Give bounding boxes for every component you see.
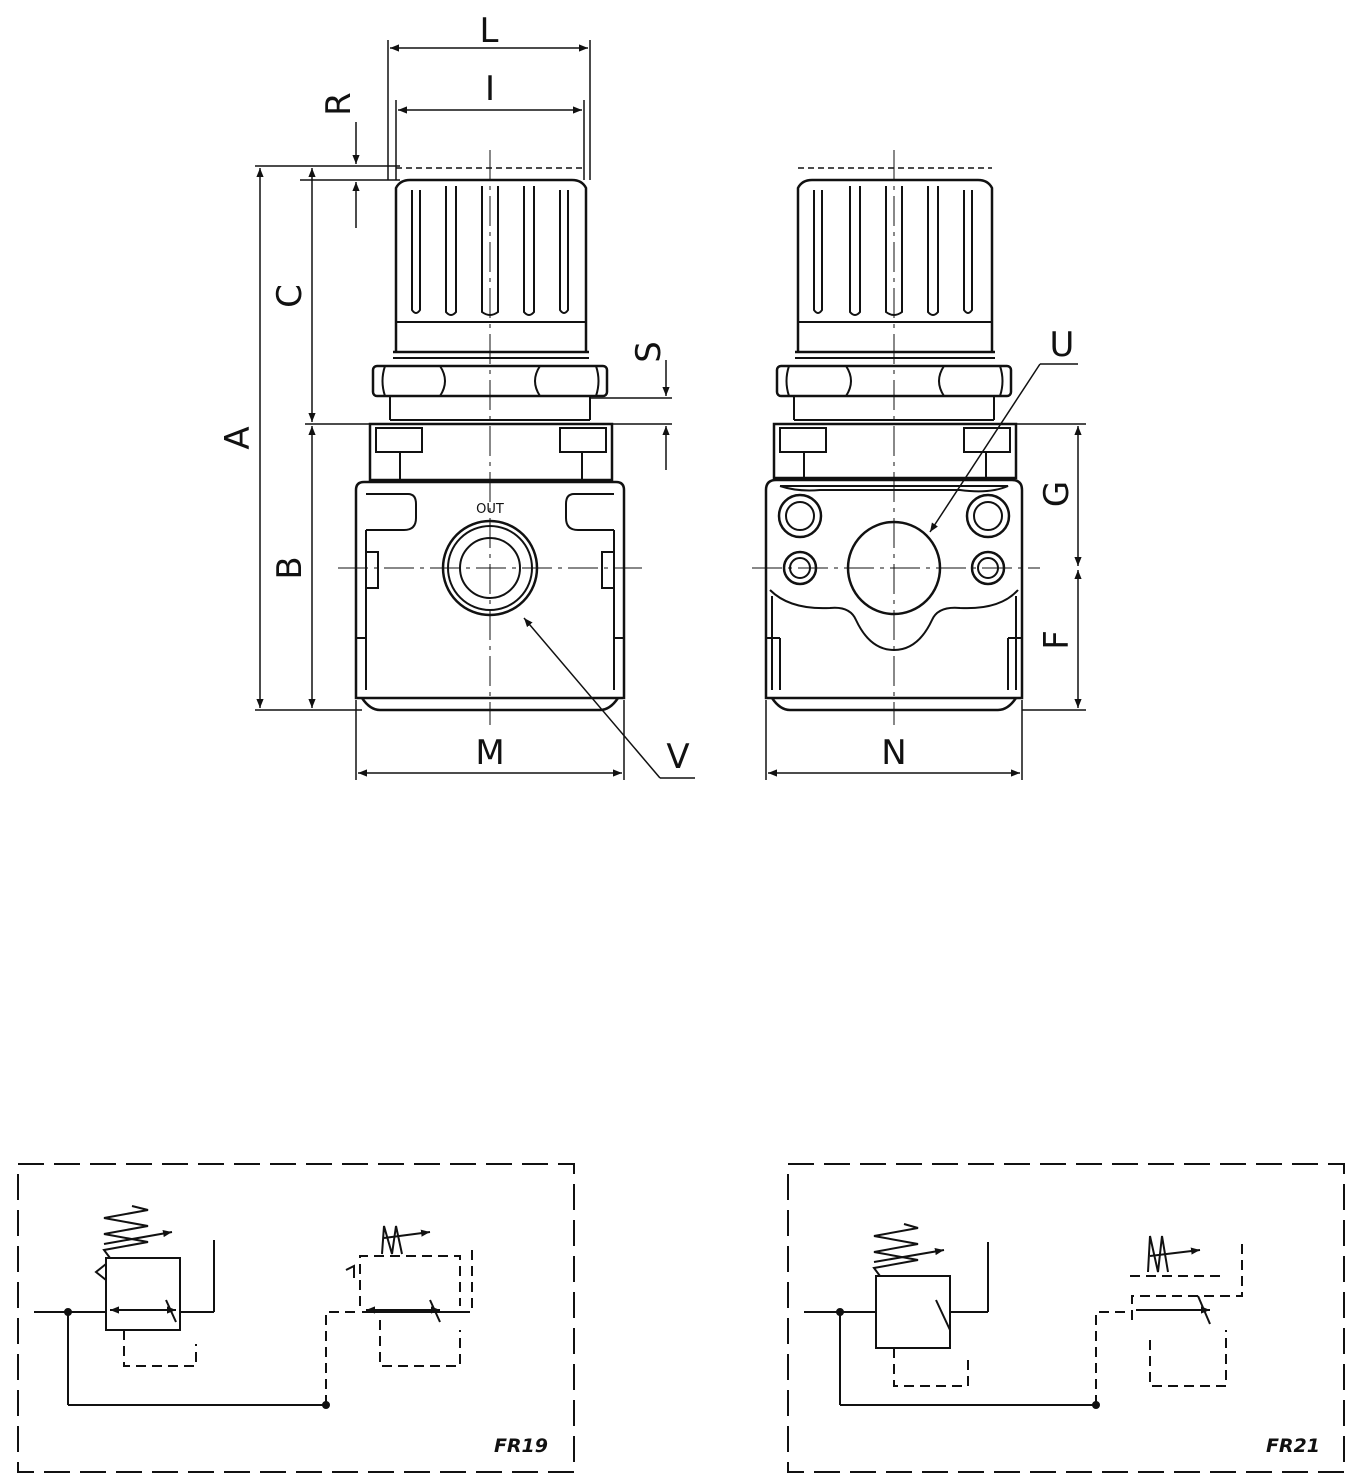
side-dimension-lines — [765, 363, 1086, 780]
dim-label-n: N — [881, 733, 906, 773]
pneumatic-symbol-fr19 — [17, 1163, 575, 1473]
pneumatic-symbol-fr21 — [787, 1163, 1345, 1473]
dim-label-u: U — [1050, 325, 1075, 365]
dim-label-b: B — [270, 556, 310, 579]
adjustment-knob — [393, 167, 589, 359]
side-bonnet-block — [772, 422, 1018, 480]
side-view — [752, 150, 1040, 725]
dim-label-i: I — [485, 69, 495, 109]
side-adjustment-knob — [795, 167, 995, 359]
dim-label-m: M — [475, 733, 504, 773]
dim-label-l: L — [480, 11, 499, 51]
dim-label-a: A — [218, 426, 258, 449]
front-view — [338, 150, 642, 725]
dim-label-g: G — [1037, 481, 1077, 507]
port-label-out: OUT — [476, 502, 504, 517]
dim-label-r: R — [319, 92, 359, 116]
bonnet-block — [368, 422, 614, 482]
symbol-code-fr19: FR19 — [494, 1435, 548, 1457]
dim-label-c: C — [270, 284, 310, 308]
front-dimension-lines — [255, 40, 695, 780]
dim-label-v: V — [666, 737, 689, 777]
dim-label-s: S — [629, 341, 669, 363]
symbol-code-fr21: FR21 — [1266, 1435, 1320, 1457]
dim-label-f: F — [1037, 630, 1077, 650]
